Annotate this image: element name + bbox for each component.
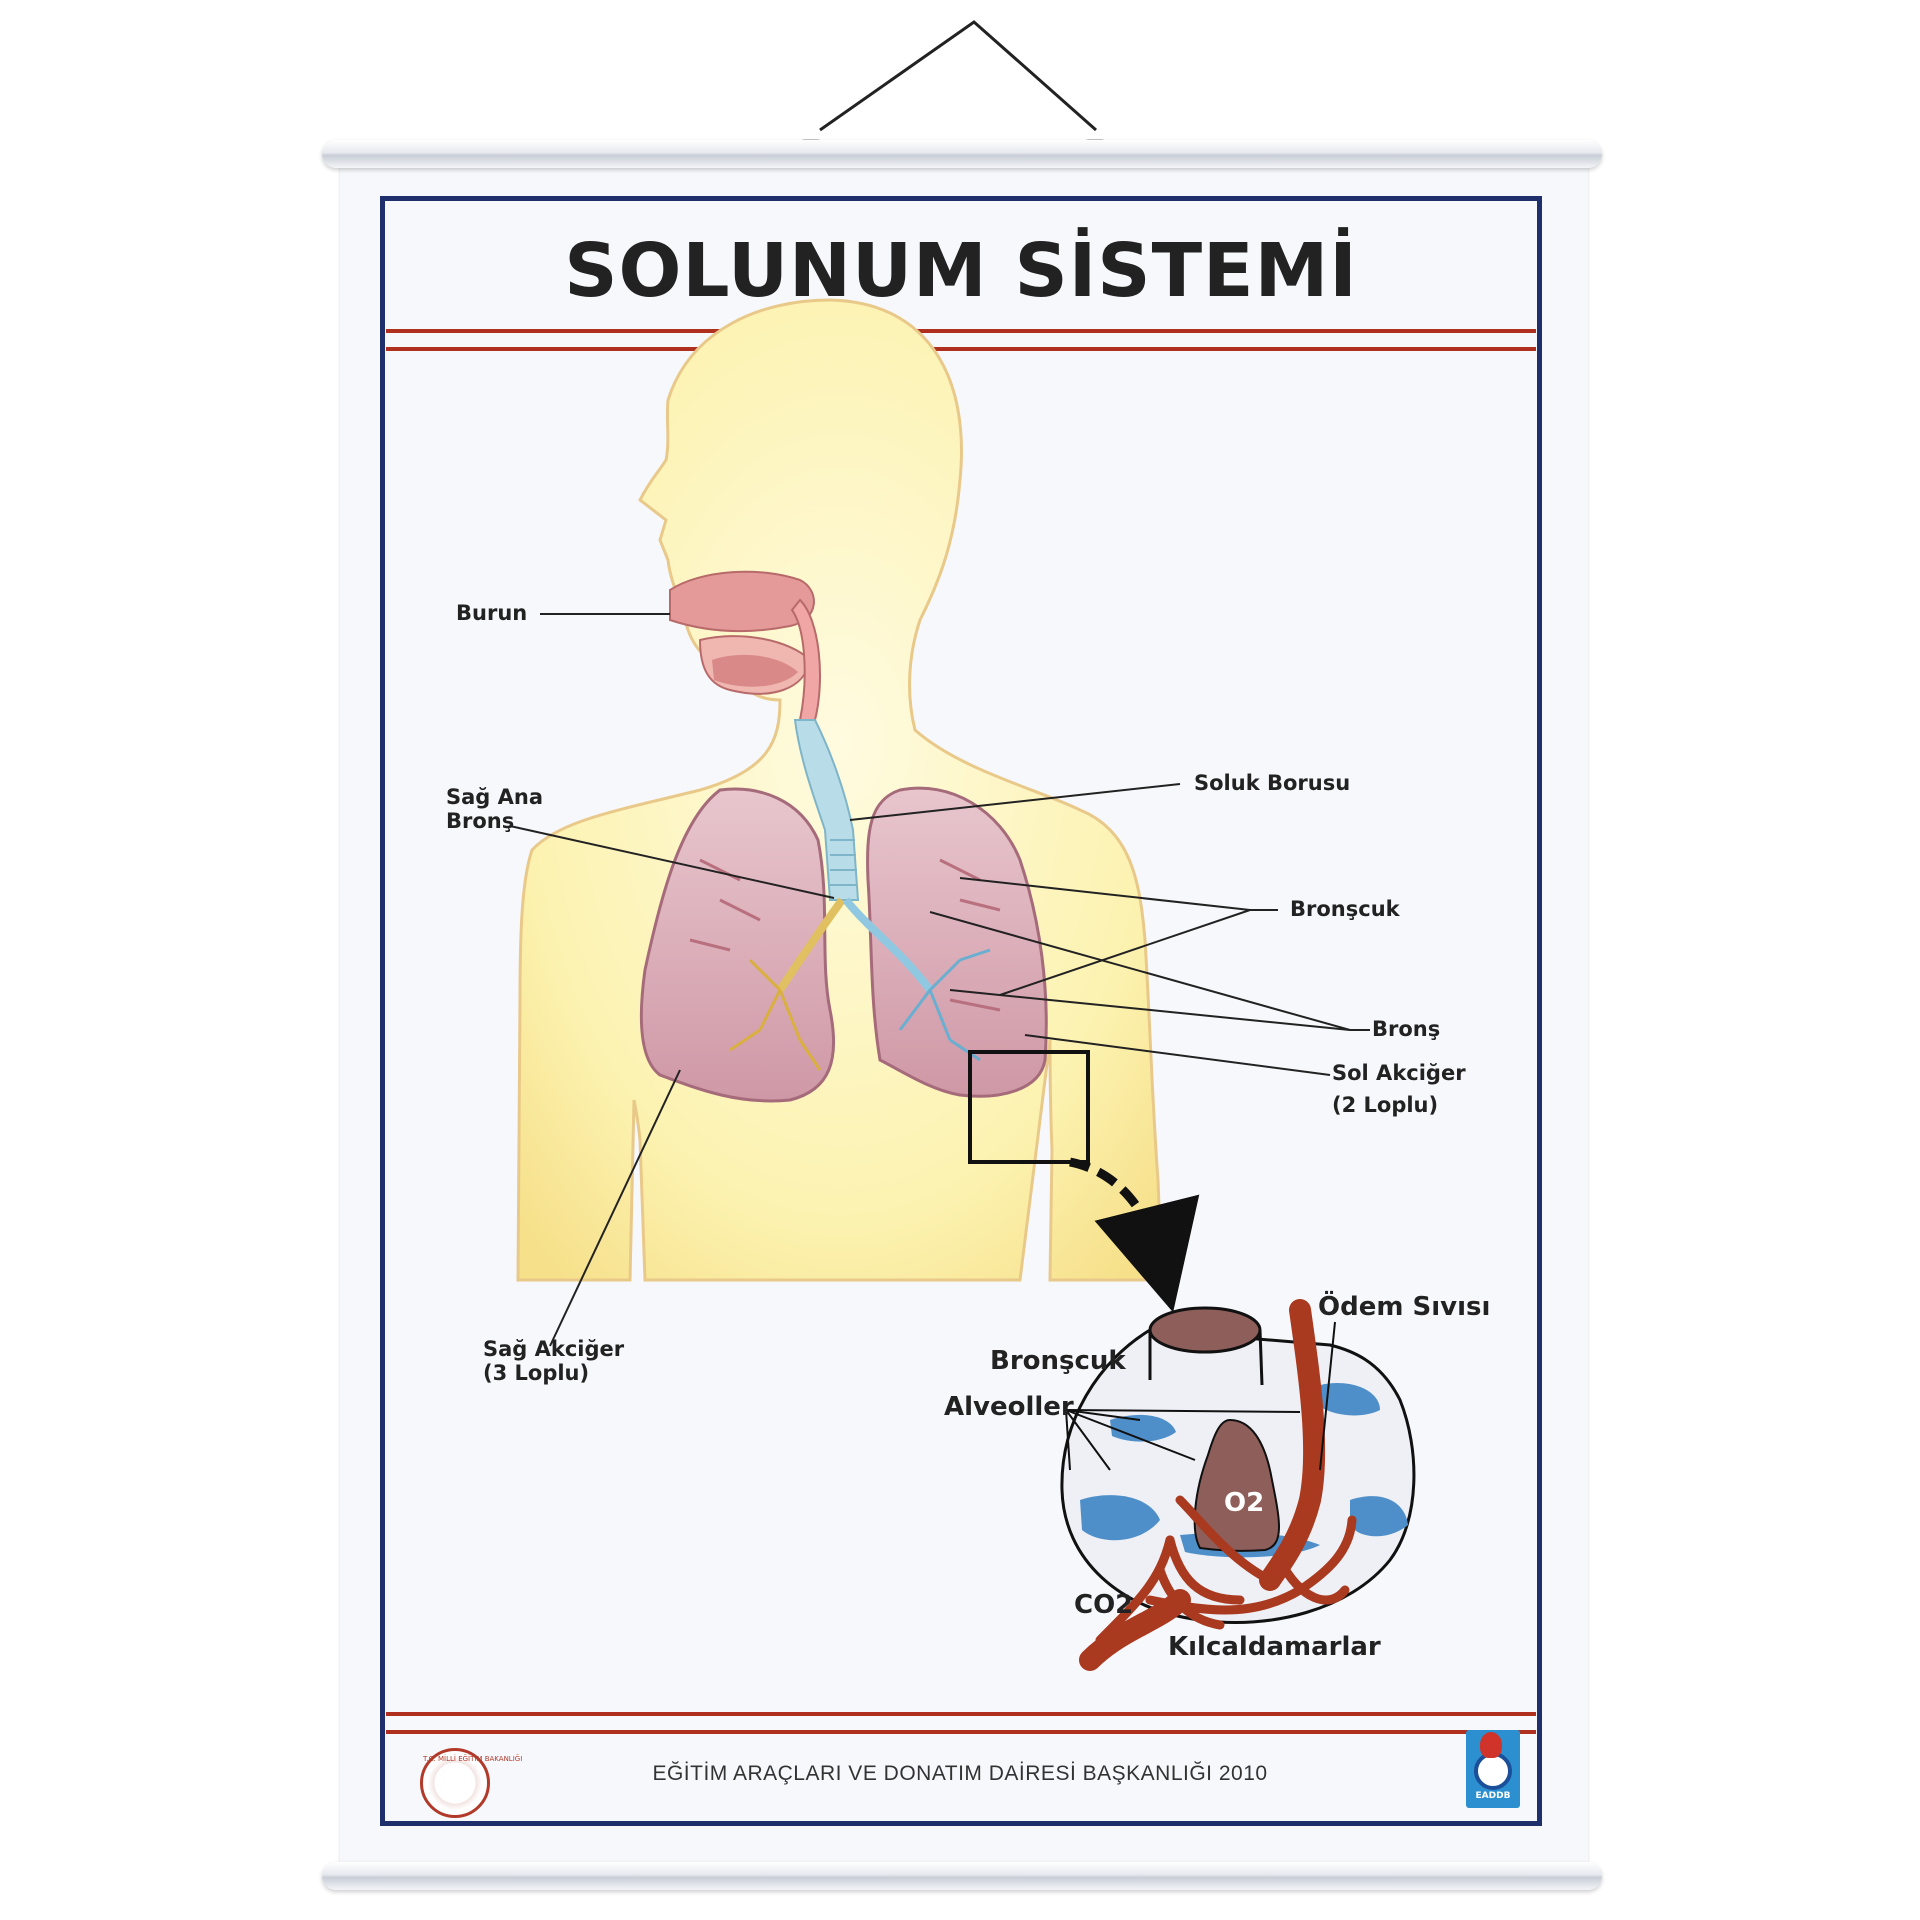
label-kilcaldamarlar: Kılcaldamarlar xyxy=(1168,1632,1381,1662)
ministry-seal-logo: T.C. MİLLİ EĞİTİM BAKANLIĞI xyxy=(420,1748,523,1818)
label-sol-akciger-1: Sol Akciğer xyxy=(1332,1061,1466,1085)
label-alveoller: Alveoller xyxy=(944,1392,1074,1422)
right-lung xyxy=(639,787,836,1103)
title-rule-top xyxy=(386,329,1536,333)
poster-title: SOLUNUM SİSTEMİ xyxy=(564,228,1358,314)
leader-lines xyxy=(509,613,1370,1347)
footer-publisher: EĞİTİM ARAÇLARI VE DONATIM DAİRESİ BAŞKA… xyxy=(652,1762,1268,1785)
tongue xyxy=(712,654,798,687)
label-brons: Bronş xyxy=(1372,1017,1441,1041)
label-detail-bronscuk: Bronşcuk xyxy=(990,1346,1126,1376)
label-sag-ana-brons-2: Bronş xyxy=(446,809,515,833)
zoom-box xyxy=(968,1050,1090,1164)
label-soluk-borusu: Soluk Borusu xyxy=(1194,771,1351,795)
main-bronchus-left xyxy=(842,897,934,993)
label-sol-akciger-2: (2 Loplu) xyxy=(1332,1093,1439,1117)
label-sag-ana-brons-1: Sağ Ana xyxy=(446,785,544,809)
eaddb-logo-text: EADDB xyxy=(1475,1791,1511,1801)
label-co2: CO2 xyxy=(1074,1590,1134,1620)
label-bronscuk: Bronşcuk xyxy=(1290,897,1400,921)
bottom-rod xyxy=(322,1862,1602,1890)
footer-rule-bottom xyxy=(386,1730,1536,1734)
detail-leader-lines xyxy=(1065,1321,1336,1471)
bronchiole-tree xyxy=(689,858,1001,1071)
alveolar-fluid xyxy=(1080,1382,1408,1558)
ministry-seal-text: T.C. MİLLİ EĞİTİM BAKANLIĞI xyxy=(423,1755,523,1763)
eaddb-logo: EADDB xyxy=(1466,1730,1520,1808)
footer-rule-top xyxy=(386,1712,1536,1716)
logo-ring xyxy=(1474,1752,1512,1790)
label-o2: O2 xyxy=(1224,1488,1265,1518)
label-burun: Burun xyxy=(456,601,528,625)
nasal-cavity xyxy=(669,570,815,633)
title-rule-bottom xyxy=(386,347,1536,351)
top-rod xyxy=(322,140,1602,168)
poster-frame xyxy=(380,196,1542,1826)
bronchiole-opening xyxy=(1148,1306,1262,1354)
zoom-arrow xyxy=(1069,1157,1200,1313)
artery xyxy=(1079,1589,1191,1671)
main-bronchus-right xyxy=(776,897,846,993)
label-odem-sivisi: Ödem Sıvısı xyxy=(1318,1292,1491,1322)
label-sag-akciger-1: Sağ Akciğer xyxy=(483,1337,625,1361)
flame-icon xyxy=(1480,1732,1502,1758)
alveolus-detail xyxy=(1060,1299,1416,1671)
label-sag-akciger-2: (3 Loplu) xyxy=(483,1361,590,1385)
vein xyxy=(1259,1299,1326,1591)
alveolus-inner xyxy=(1193,1418,1280,1552)
